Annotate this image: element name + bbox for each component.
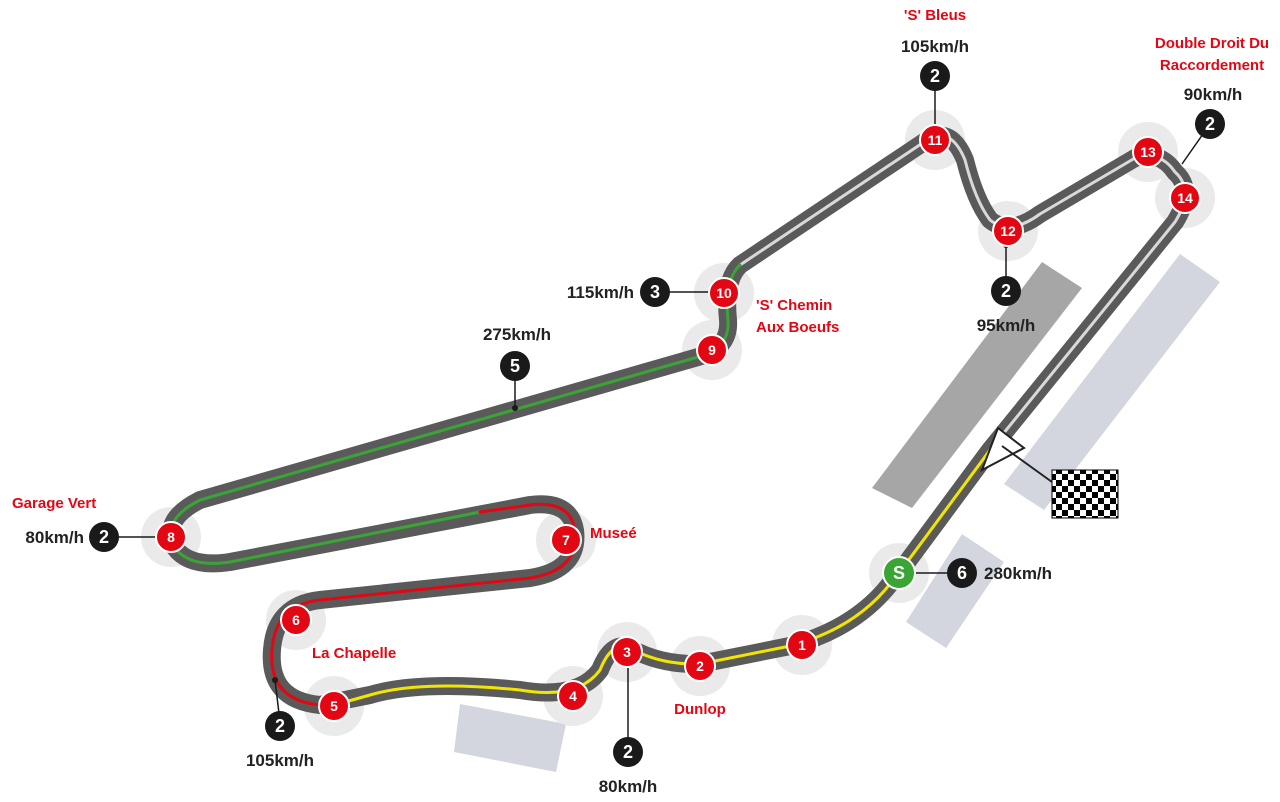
corner-name-la-chapelle: La Chapelle bbox=[312, 645, 396, 662]
corner-marker-4: 4 bbox=[557, 680, 589, 712]
start-finish-flag bbox=[980, 426, 1119, 519]
corner-marker-9: 9 bbox=[696, 334, 728, 366]
corner-name-double-droit-line1: Double Droit Du bbox=[1155, 35, 1269, 52]
gear-number: 6 bbox=[957, 563, 967, 583]
corner-marker-13: 13 bbox=[1132, 136, 1164, 168]
building-pits-dark bbox=[872, 262, 1082, 508]
gear-number: 3 bbox=[650, 282, 660, 302]
gear-number: 5 bbox=[510, 356, 520, 376]
corner-marker-10: 10 bbox=[708, 277, 740, 309]
corner-name-s-bleus: 'S' Bleus bbox=[904, 7, 966, 24]
corner-marker-11: 11 bbox=[919, 124, 951, 156]
corner-marker-3: 3 bbox=[611, 636, 643, 668]
corner-name-s-chemin-line1: 'S' Chemin bbox=[756, 297, 832, 314]
corner-number: 11 bbox=[928, 132, 943, 148]
gear-badge-main-straight: 6 bbox=[947, 558, 977, 588]
speed-labels: 105km/h 90km/h 95km/h 115km/h 275km/h 80… bbox=[25, 37, 1242, 796]
start-marker: S bbox=[882, 556, 916, 590]
building-stand-small bbox=[906, 534, 1004, 648]
gear-badge-garage-vert: 2 bbox=[89, 522, 119, 552]
gear-badge-corner-3: 2 bbox=[613, 737, 643, 767]
corner-number: 5 bbox=[330, 698, 338, 714]
chequered-flag bbox=[1051, 469, 1119, 519]
corner-marker-12: 12 bbox=[992, 215, 1024, 247]
gear-badge-corner-10: 3 bbox=[640, 277, 670, 307]
gear-number: 2 bbox=[1205, 114, 1215, 134]
gear-number: 2 bbox=[623, 742, 633, 762]
gear-number: 2 bbox=[930, 66, 940, 86]
corner-number: 12 bbox=[1000, 223, 1016, 239]
corner-marker-7: 7 bbox=[550, 524, 582, 556]
gear-badges: 2 2 2 3 5 2 6 2 bbox=[89, 61, 1225, 767]
building-stands-right bbox=[1004, 254, 1220, 510]
speed-label-back-straight: 275km/h bbox=[483, 325, 551, 344]
corner-marker-8: 8 bbox=[155, 521, 187, 553]
corner-name-garage-vert: Garage Vert bbox=[12, 495, 96, 512]
gear-number: 2 bbox=[275, 716, 285, 736]
buildings bbox=[454, 254, 1220, 772]
corner-number: 2 bbox=[696, 658, 704, 674]
gear-badge-la-chapelle: 2 bbox=[265, 711, 295, 741]
corner-marker-6: 6 bbox=[280, 604, 312, 636]
corner-number: 3 bbox=[623, 644, 631, 660]
corner-marker-14: 14 bbox=[1169, 182, 1201, 214]
corner-marker-2: 2 bbox=[684, 650, 716, 682]
corner-name-labels: 'S' Bleus Double Droit Du Raccordement '… bbox=[12, 7, 1269, 718]
building-bottom bbox=[454, 704, 566, 772]
corner-number: 13 bbox=[1140, 144, 1156, 160]
corner-number: 6 bbox=[292, 612, 300, 628]
gear-badge-raccordement: 2 bbox=[1195, 109, 1225, 139]
speed-label-corner-12: 95km/h bbox=[977, 316, 1036, 335]
corner-number: 8 bbox=[167, 529, 175, 545]
corner-marker-5: 5 bbox=[318, 690, 350, 722]
speed-label-la-chapelle: 105km/h bbox=[246, 751, 314, 770]
speed-label-garage-vert: 80km/h bbox=[25, 528, 84, 547]
corner-number: 9 bbox=[708, 342, 716, 358]
speed-label-main-straight: 280km/h bbox=[984, 564, 1052, 583]
speed-label-corner-3: 80km/h bbox=[599, 777, 658, 796]
gear-badge-corner-12: 2 bbox=[991, 276, 1021, 306]
finish-arrow bbox=[980, 426, 1026, 473]
gear-badge-s-bleus: 2 bbox=[920, 61, 950, 91]
gear-badge-back-straight: 5 bbox=[500, 351, 530, 381]
corner-number: 7 bbox=[562, 532, 570, 548]
corner-number: 10 bbox=[716, 285, 732, 301]
corner-name-double-droit-line2: Raccordement bbox=[1160, 57, 1264, 74]
speed-label-raccordement: 90km/h bbox=[1184, 85, 1243, 104]
corner-marker-1: 1 bbox=[786, 629, 818, 661]
speed-label-s-bleus: 105km/h bbox=[901, 37, 969, 56]
speed-label-corner-10: 115km/h bbox=[567, 283, 634, 302]
start-label: S bbox=[893, 563, 905, 583]
gear-number: 2 bbox=[99, 527, 109, 547]
corner-markers: 1 2 3 4 5 6 7 8 9 10 11 12 13 14 S bbox=[155, 124, 1201, 722]
gear-number: 2 bbox=[1001, 281, 1011, 301]
corner-number: 14 bbox=[1177, 190, 1193, 206]
corner-name-dunlop: Dunlop bbox=[674, 701, 726, 718]
corner-name-musee: Museé bbox=[590, 525, 637, 542]
corner-number: 4 bbox=[569, 688, 577, 704]
corner-name-s-chemin-line2: Aux Boeufs bbox=[756, 319, 839, 336]
corner-number: 1 bbox=[798, 637, 806, 653]
